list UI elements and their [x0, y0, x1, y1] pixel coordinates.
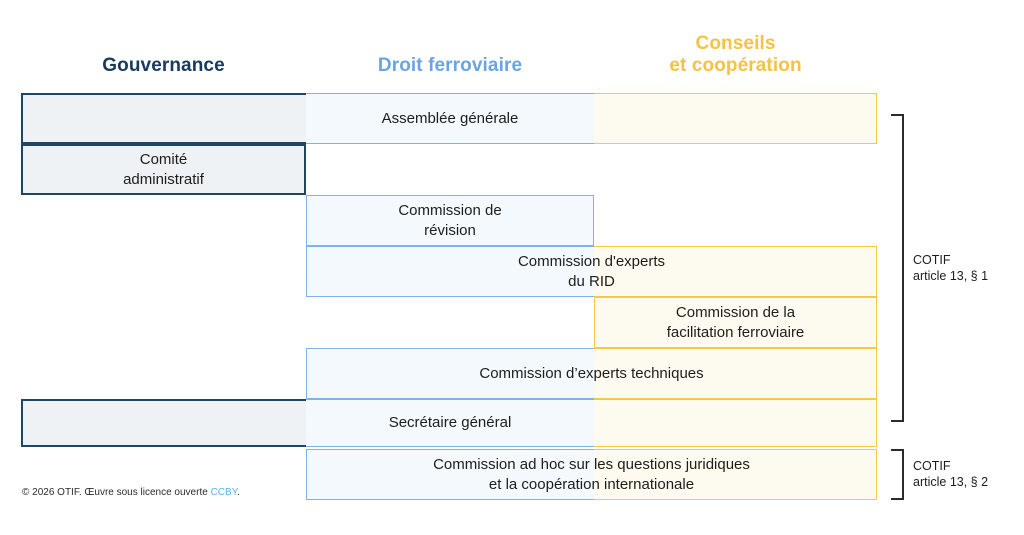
- row-segment-gouvernance: [21, 93, 306, 144]
- row-commission-revision: Commission de révision: [0, 195, 1024, 246]
- row-assemblee-generale: Assemblée générale: [0, 93, 1024, 144]
- license-link-ccby[interactable]: CCBY: [210, 487, 238, 498]
- row-segment-conseils: [594, 449, 877, 500]
- copyright-footer: © 2026 OTIF. Œuvre sous licence ouverte …: [22, 486, 240, 499]
- row-segment-droit-ferroviaire: [306, 399, 594, 447]
- row-segment-conseils: [594, 348, 877, 399]
- column-header-conseils-cooperation: Conseils et coopération: [669, 33, 802, 76]
- row-commission-experts-techniques: Commission d’experts techniques: [0, 348, 1024, 399]
- copyright-text-after: .: [237, 487, 240, 498]
- bracket-label-cotif-article-13-par-1: COTIF article 13, § 1: [913, 253, 989, 283]
- row-segment-droit-ferroviaire: [306, 246, 594, 297]
- row-segment-gouvernance: [21, 144, 306, 195]
- row-segment-droit-ferroviaire: [306, 348, 594, 399]
- row-segment-conseils: [594, 297, 877, 348]
- row-segment-conseils: [594, 93, 877, 144]
- row-comite-administratif: Comité administratif: [0, 144, 1024, 195]
- row-segment-droit-ferroviaire: [306, 93, 594, 144]
- copyright-text-before: © 2026 OTIF. Œuvre sous licence ouverte: [22, 487, 211, 498]
- bracket-label-cotif-article-13-par-2: COTIF article 13, § 2: [913, 459, 989, 489]
- row-segment-gouvernance: [21, 399, 306, 447]
- row-segment-droit-ferroviaire: [306, 449, 594, 500]
- row-segment-droit-ferroviaire: [306, 195, 594, 246]
- row-commission-facilitation-ferroviaire: Commission de la facilitation ferroviair…: [0, 297, 1024, 348]
- bracket-cotif-article-13-par-2: [891, 449, 904, 500]
- row-secretaire-general: Secrétaire général: [0, 399, 1024, 447]
- row-segment-conseils: [594, 399, 877, 447]
- column-header-gouvernance: Gouvernance: [102, 55, 225, 76]
- column-header-droit-ferroviaire: Droit ferroviaire: [377, 55, 523, 76]
- bracket-cotif-article-13-par-1: [891, 114, 904, 422]
- row-commission-experts-rid: Commission d'experts du RID: [0, 246, 1024, 297]
- row-segment-conseils: [594, 246, 877, 297]
